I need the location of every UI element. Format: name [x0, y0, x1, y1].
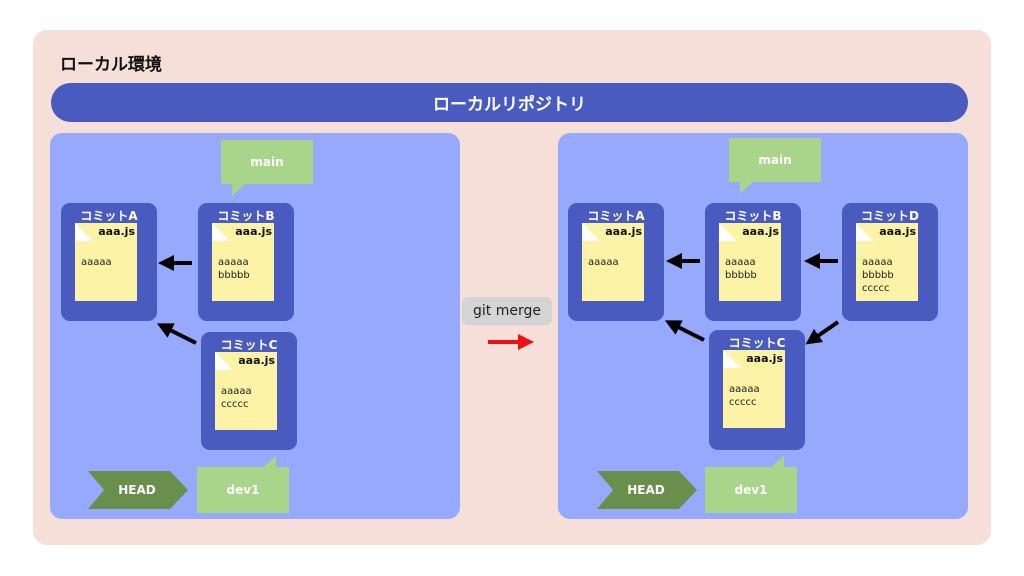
left-commit-c: コミットC aaa.js aaaaa ccccc — [201, 332, 297, 450]
branch-label: main — [758, 153, 792, 167]
branch-label: dev1 — [226, 483, 260, 497]
operation-text: git merge — [473, 303, 541, 319]
left-commit-b: コミットB aaa.js aaaaa bbbbb — [198, 203, 294, 321]
file-icon: aaa.js aaaaa bbbbb ccccc — [856, 223, 918, 301]
left-dev1-branch: dev1 — [197, 467, 289, 513]
file-icon: aaa.js aaaaa ccccc — [723, 350, 785, 428]
dev1-tail-left — [262, 456, 276, 468]
after-merge-panel — [558, 133, 968, 519]
arrow-d-to-c-right — [805, 320, 840, 345]
file-line: aaaaa — [862, 257, 893, 268]
file-name: aaa.js — [238, 354, 275, 367]
file-line: aaaaa — [81, 257, 112, 268]
right-head-pointer: HEAD — [597, 471, 695, 509]
commit-title: コミットD — [861, 209, 919, 223]
file-line: aaaaa — [221, 386, 252, 397]
arrow-c-to-a-right — [664, 320, 705, 342]
head-label: HEAD — [627, 483, 665, 497]
file-line: bbbbb — [725, 270, 757, 281]
file-line: ccccc — [862, 283, 890, 294]
right-main-branch: main — [729, 138, 821, 182]
file-icon: aaa.js aaaaa bbbbb — [719, 223, 781, 301]
file-name: aaa.js — [235, 225, 272, 238]
file-line: aaaaa — [588, 257, 619, 268]
commit-title: コミットA — [80, 209, 138, 223]
head-chevron-right — [597, 471, 697, 509]
file-line: aaaaa — [218, 257, 249, 268]
right-commit-d: コミットD aaa.js aaaaa bbbbb ccccc — [842, 203, 938, 321]
environment-title: ローカル環境 — [60, 55, 162, 75]
branch-label: dev1 — [734, 483, 768, 497]
file-line: bbbbb — [862, 270, 894, 281]
file-icon: aaa.js aaaaa bbbbb — [212, 223, 274, 301]
head-label: HEAD — [118, 483, 156, 497]
repository-label: ローカルリポジトリ — [433, 95, 586, 115]
file-name: aaa.js — [879, 225, 916, 238]
main-tail-right — [740, 181, 754, 194]
file-line: aaaaa — [725, 257, 756, 268]
arrow-c-to-a-left — [156, 323, 197, 345]
before-merge-panel — [50, 133, 460, 519]
commit-title: コミットB — [724, 209, 782, 223]
file-name: aaa.js — [742, 225, 779, 238]
right-dev1-branch: dev1 — [705, 467, 797, 513]
file-name: aaa.js — [746, 352, 783, 365]
file-icon: aaa.js aaaaa ccccc — [215, 352, 277, 430]
branch-label: main — [250, 155, 284, 169]
commit-title: コミットC — [728, 336, 786, 350]
file-icon: aaa.js aaaaa — [582, 223, 644, 301]
main-tail-left — [232, 183, 246, 196]
dev1-tail-right — [770, 456, 784, 468]
repository-bar: ローカルリポジトリ — [51, 83, 968, 122]
file-line: ccccc — [729, 397, 757, 408]
right-commit-c: コミットC aaa.js aaaaa ccccc — [709, 330, 805, 450]
commit-title: コミットC — [220, 338, 278, 352]
file-line: ccccc — [221, 399, 249, 410]
left-head-pointer: HEAD — [88, 471, 186, 509]
left-commit-a: コミットA aaa.js aaaaa — [61, 203, 157, 321]
right-commit-b: コミットB aaa.js aaaaa bbbbb — [705, 203, 801, 321]
commit-title: コミットB — [217, 209, 275, 223]
left-main-branch: main — [221, 140, 313, 184]
right-commit-a: コミットA aaa.js aaaaa — [568, 203, 664, 321]
file-line: bbbbb — [218, 270, 250, 281]
file-line: aaaaa — [729, 384, 760, 395]
git-merge-label: git merge — [462, 297, 552, 325]
commit-title: コミットA — [587, 209, 645, 223]
head-chevron-left — [88, 471, 188, 509]
file-name: aaa.js — [605, 225, 642, 238]
file-icon: aaa.js aaaaa — [75, 223, 137, 301]
file-name: aaa.js — [98, 225, 135, 238]
